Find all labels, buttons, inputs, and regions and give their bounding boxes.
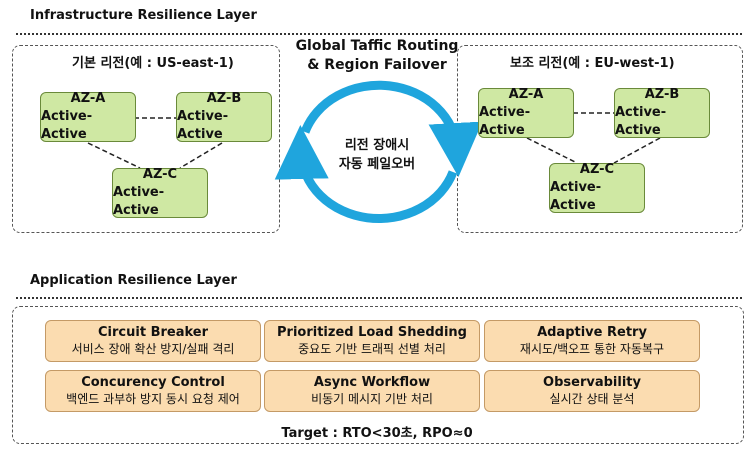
card-observability-title: Observability: [543, 375, 641, 390]
primary-az-c-name: AZ-C: [142, 167, 178, 182]
card-observability: Observability 실시간 상태 분석: [484, 370, 700, 412]
infra-divider: [16, 33, 742, 35]
primary-az-b-mode: Active-Active: [177, 109, 229, 142]
secondary-az-b: AZ-B Active-Active: [614, 87, 710, 138]
card-adaptive-retry-desc: 재시도/백오프 통한 자동복구: [519, 342, 665, 356]
global-routing-label: Global Taffic Routing & Region Failover: [288, 37, 466, 75]
card-async-workflow-title: Async Workflow: [313, 375, 431, 390]
infra-layer-title: Infrastructure Resilience Layer: [30, 8, 257, 23]
auto-failover-line2: 자동 페일오버: [338, 157, 416, 172]
card-load-shedding-desc: 중요도 기반 트래픽 선별 처리: [298, 342, 446, 356]
primary-az-a: AZ-A Active-Active: [40, 91, 136, 142]
card-adaptive-retry-title: Adaptive Retry: [537, 325, 647, 340]
secondary-az-c-name: AZ-C: [579, 162, 615, 177]
primary-az-b: AZ-B Active-Active: [176, 91, 272, 142]
primary-az-a-name: AZ-A: [70, 91, 106, 106]
secondary-az-b-name: AZ-B: [644, 87, 680, 102]
app-divider: [16, 297, 742, 299]
card-load-shedding-title: Prioritized Load Shedding: [277, 325, 467, 340]
secondary-az-a-name: AZ-A: [508, 87, 544, 102]
secondary-az-a-mode: Active-Active: [479, 105, 531, 138]
card-circuit-breaker: Circuit Breaker 서비스 장애 확산 방지/실패 격리: [45, 320, 261, 362]
app-layer-title: Application Resilience Layer: [30, 273, 237, 288]
secondary-region-label: 보조 리전(예 : EU-west-1): [510, 56, 675, 71]
app-layer-box: [12, 306, 744, 444]
card-async-workflow-desc: 비동기 메시지 기반 처리: [311, 392, 433, 406]
card-observability-desc: 실시간 상태 분석: [549, 392, 635, 406]
card-async-workflow: Async Workflow 비동기 메시지 기반 처리: [264, 370, 480, 412]
card-concurrency-control-desc: 백엔드 과부하 방지 동시 요청 제어: [66, 392, 240, 406]
card-concurrency-control-title: Concurency Control: [81, 375, 225, 390]
card-circuit-breaker-desc: 서비스 장애 확산 방지/실패 격리: [71, 342, 235, 356]
primary-region-label: 기본 리전(예 : US-east-1): [72, 56, 234, 71]
global-routing-line2: & Region Failover: [307, 57, 447, 73]
primary-az-b-name: AZ-B: [206, 91, 242, 106]
secondary-az-b-mode: Active-Active: [615, 105, 667, 138]
secondary-az-c-mode: Active-Active: [550, 180, 602, 213]
card-adaptive-retry: Adaptive Retry 재시도/백오프 통한 자동복구: [484, 320, 700, 362]
card-circuit-breaker-title: Circuit Breaker: [98, 325, 208, 340]
card-load-shedding: Prioritized Load Shedding 중요도 기반 트래픽 선별 …: [264, 320, 480, 362]
target-metrics: Target : RTO<30초, RPO≈0: [281, 426, 473, 441]
primary-az-c-mode: Active-Active: [113, 185, 165, 218]
auto-failover-line1: 리전 장애시: [344, 138, 410, 153]
card-concurrency-control: Concurency Control 백엔드 과부하 방지 동시 요청 제어: [45, 370, 261, 412]
secondary-az-a: AZ-A Active-Active: [478, 87, 574, 138]
secondary-az-c: AZ-C Active-Active: [549, 162, 645, 213]
global-routing-line1: Global Taffic Routing: [295, 38, 459, 54]
primary-az-a-mode: Active-Active: [41, 109, 93, 142]
auto-failover-label: 리전 장애시 자동 페일오버: [318, 136, 436, 174]
primary-az-c: AZ-C Active-Active: [112, 167, 208, 218]
